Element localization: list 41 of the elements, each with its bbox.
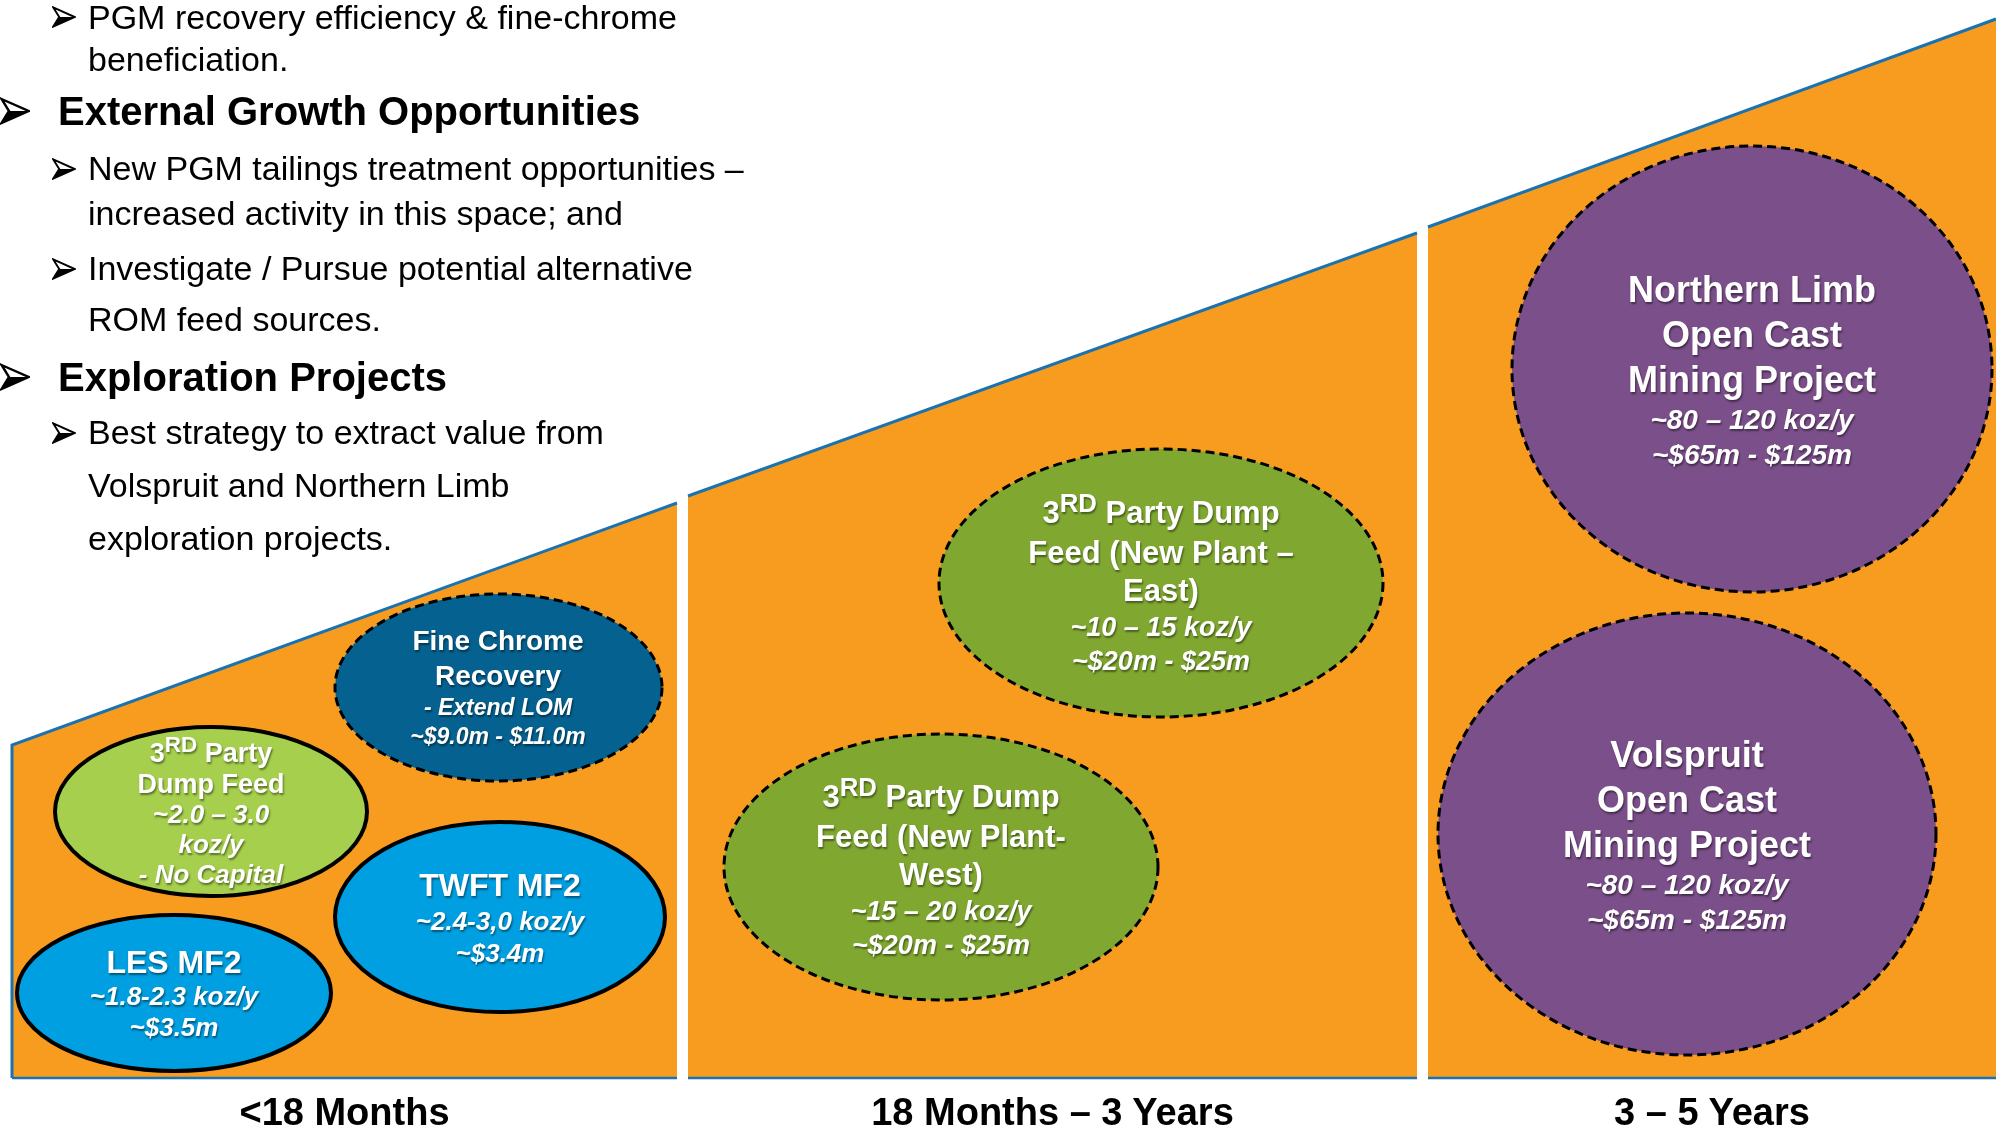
project-detail: ~$9.0m - $11.0m [410,722,586,751]
project-detail: ~$20m - $25m [1072,644,1250,678]
section-heading: Exploration Projects [58,354,448,401]
project-detail: ~80 – 120 koz/y [1585,867,1789,902]
project-detail: - No Capital [138,860,284,890]
project-detail: ~$3.5m [129,1012,219,1044]
section-heading: External Growth Opportunities [58,88,642,135]
project-title: LES MF2 [106,942,242,981]
project-ellipse [15,913,333,1073]
bullet-text: New PGM tailings treatment opportunities – increased activity in this space; and [88,148,745,234]
project-ellipse [53,724,369,898]
project-detail: ~80 – 120 koz/y [1650,402,1854,437]
project-ellipse [1510,144,1994,594]
project-detail: ~2.0 – 3.0 koz/y [151,800,271,860]
project-detail: ~$65m - $125m [1586,902,1787,937]
project-title: TWFT MF2 [419,865,581,905]
project-title: Northern Limb Open Cast Mining Project [1627,267,1877,402]
project-ellipse [333,820,667,1014]
project-detail: ~$20m - $25m [852,928,1030,962]
project-title: 3$^{RD}$ Party Dump Feed (New Plant- West) [815,772,1067,895]
bullet-text: Investigate / Pursue potential alternative ROM feed sources. [88,248,694,340]
period-label: <18 Months [238,1090,451,1134]
project-detail: ~2.4-3,0 koz/y [415,904,585,937]
project-detail: ~1.8-2.3 koz/y [89,981,259,1013]
project-detail: ~$3.4m [455,937,545,970]
project-ellipse [332,591,664,783]
project-ellipse [722,732,1160,1002]
period-label: 18 Months – 3 Years [870,1090,1235,1134]
project-title: Fine Chrome Recovery [411,624,585,694]
project-detail: ~$65m - $125m [1651,437,1852,472]
project-detail: ~15 – 20 koz/y [850,895,1032,929]
bullet-text: Best strategy to extract value from Volspruit and Northern Limb exploration projects. [88,412,605,559]
period-label: 3 – 5 Years [1613,1090,1811,1134]
project-title: 3$^{RD}$ Party Dump Feed (New Plant – East) [1027,488,1295,611]
project-ellipse [937,447,1385,719]
bullet-text: PGM recovery efficiency & fine-chrome beneficiation. [88,0,678,80]
project-title: 3$^{RD}$ Party Dump Feed [136,732,286,801]
project-detail: ~10 – 15 koz/y [1070,611,1252,645]
project-title: Volspruit Open Cast Mining Project [1562,732,1812,867]
project-ellipse [1436,611,1938,1057]
project-detail: - Extend LOM [423,693,573,722]
